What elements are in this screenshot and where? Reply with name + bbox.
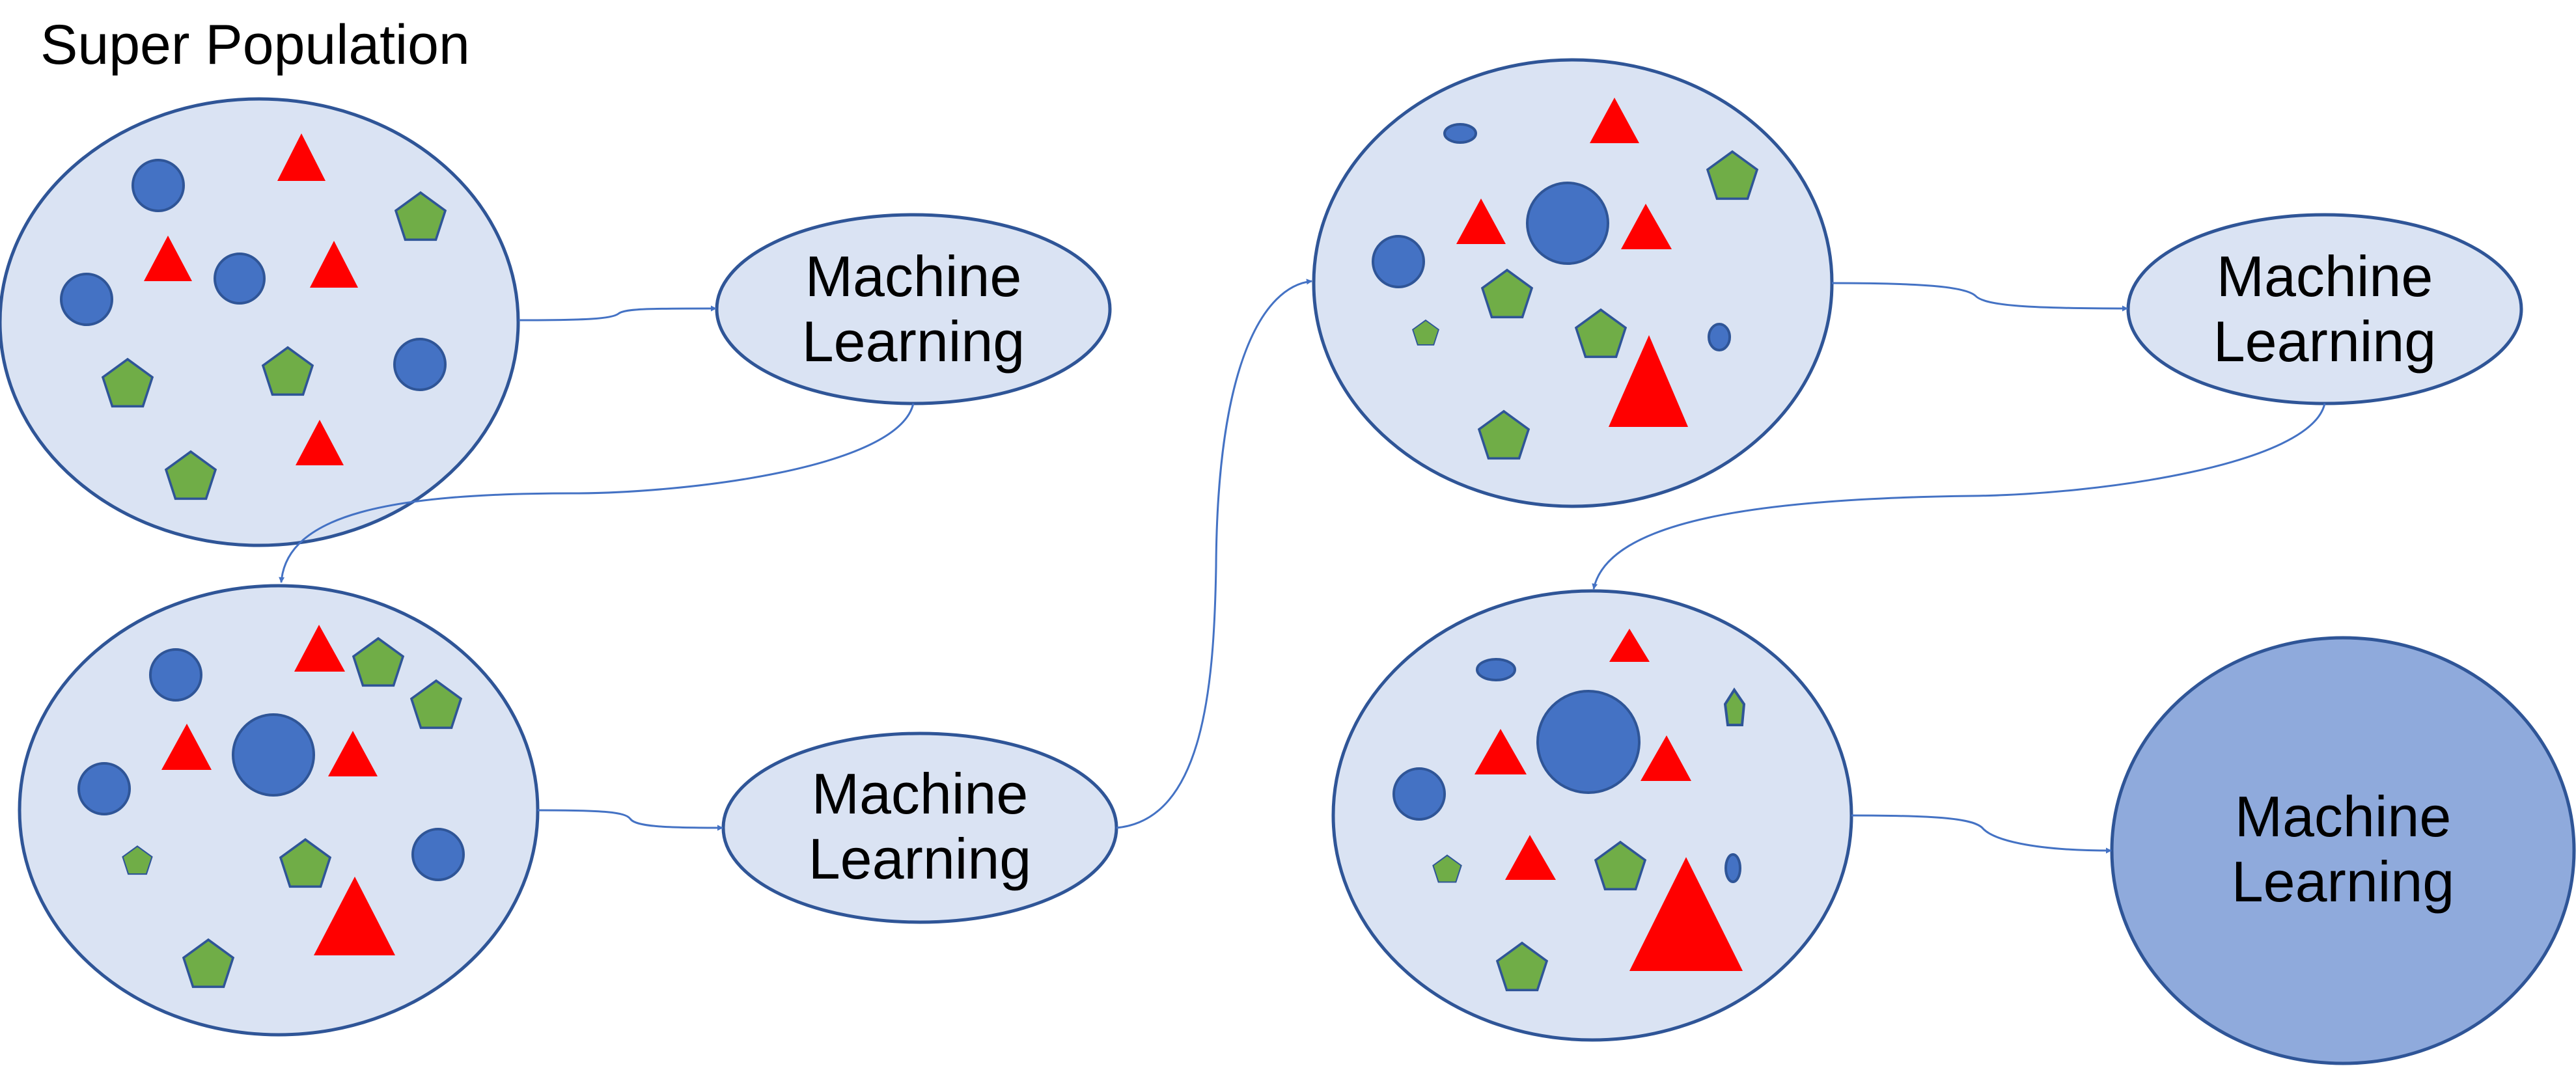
triangle-shape [1641, 735, 1691, 781]
circle-shape [1724, 853, 1741, 883]
triangle-shape [1621, 204, 1672, 249]
circle-shape [132, 159, 185, 212]
triangle-shape [1475, 729, 1527, 774]
node-label-line2: Learning [802, 309, 1025, 374]
node-label-line2: Learning [2232, 849, 2455, 914]
population-sample-2 [18, 584, 540, 1037]
node-label-line1: Machine [2235, 784, 2452, 849]
triangle-shape [1456, 198, 1506, 244]
population-sample-3 [1312, 58, 1834, 508]
node-label-line1: Machine [812, 761, 1029, 826]
circle-shape [214, 253, 266, 305]
machine-learning-node-final: Machine Learning [2110, 636, 2576, 1065]
circle-shape [1708, 323, 1731, 351]
triangle-shape [294, 625, 345, 672]
circle-shape [60, 273, 113, 326]
connector-arrow [518, 305, 717, 321]
population-sample-4 [1331, 589, 1853, 1042]
node-label-line2: Learning [809, 827, 1032, 891]
diagram-title: Super Population [40, 14, 470, 76]
circle-shape [1392, 767, 1446, 821]
circle-shape [1443, 123, 1477, 144]
circle-shape [1372, 235, 1425, 288]
connector-arrow [279, 403, 915, 583]
triangle-shape [1590, 98, 1639, 143]
triangle-shape [1629, 857, 1743, 971]
circle-shape [411, 828, 465, 881]
triangle-shape [144, 236, 192, 281]
triangle-shape [1609, 629, 1650, 662]
triangle-shape [277, 133, 325, 181]
triangle-shape [310, 241, 358, 288]
circle-shape [77, 762, 131, 815]
node-label-line1: Machine [2217, 244, 2433, 308]
connector-arrow [537, 809, 723, 831]
machine-learning-node-2: Machine Learning [721, 731, 1118, 924]
population-sample-1 [0, 97, 520, 547]
triangle-shape [314, 877, 395, 955]
connector-arrow [1592, 403, 2326, 590]
connector-arrow [1831, 282, 2128, 312]
circle-shape [1536, 690, 1641, 794]
machine-learning-node-3: Machine Learning [2126, 213, 2523, 405]
circle-shape [149, 648, 202, 702]
circle-shape [1476, 658, 1516, 681]
triangle-shape [1609, 335, 1688, 427]
triangle-shape [1505, 835, 1556, 880]
circle-shape [393, 338, 447, 391]
machine-learning-node-1: Machine Learning [715, 213, 1112, 405]
node-label-line2: Learning [2213, 309, 2437, 374]
pentagon-shape [1723, 687, 1746, 726]
circle-shape [1526, 182, 1609, 265]
connector-arrow [1851, 814, 2112, 854]
node-label-line1: Machine [805, 244, 1022, 308]
triangle-shape [296, 420, 344, 465]
triangle-shape [328, 731, 378, 776]
connector-arrow [1116, 279, 1312, 829]
triangle-shape [161, 724, 212, 770]
circle-shape [232, 713, 315, 797]
